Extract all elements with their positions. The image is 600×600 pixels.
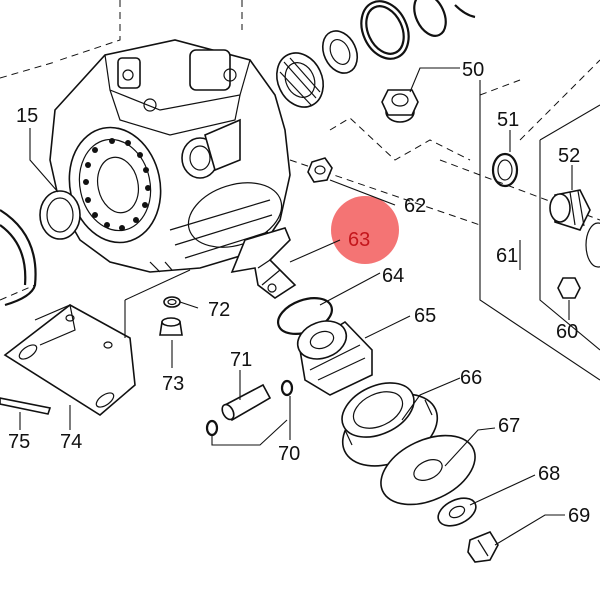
label-66: 66: [460, 367, 482, 389]
part-63-highlight-marker: [331, 196, 399, 264]
part-61-side-body: [479, 80, 600, 381]
label-50: 50: [462, 59, 484, 81]
label-68: 68: [538, 463, 560, 485]
label-65: 65: [414, 305, 436, 327]
label-63: 63: [348, 229, 370, 251]
label-75: 75: [8, 431, 30, 453]
label-74: 74: [60, 431, 82, 453]
part-72-washer: [163, 296, 181, 308]
part-15-seal: [39, 190, 81, 240]
part-71-pin: [221, 383, 272, 422]
part-60-small-plug: [557, 277, 581, 299]
bearing-balls: [83, 138, 151, 231]
part-62-nut: [307, 157, 333, 183]
part-63-bracket: [230, 227, 297, 299]
label-73: 73: [162, 373, 184, 395]
part-50-plug: [381, 89, 419, 123]
label-67: 67: [498, 415, 520, 437]
top-bearing-group: [276, 0, 476, 108]
label-64: 64: [382, 265, 404, 287]
label-70: 70: [278, 443, 300, 465]
part-69-bolt: [467, 531, 499, 563]
part-75-rod: [0, 397, 52, 415]
label-69: 69: [568, 505, 590, 527]
leader-lines: [19, 67, 573, 546]
assembly-center-lines: [0, 0, 600, 301]
label-51: 51: [497, 109, 519, 131]
label-61: 61: [496, 245, 518, 267]
part-number-labels: 15 50 51 52 61 60 62 63 64 65 66 67 68 6…: [8, 59, 590, 527]
part-70-rings: [205, 379, 294, 437]
part-67-gasket: [380, 434, 476, 506]
label-62: 62: [404, 195, 426, 217]
label-60: 60: [556, 321, 578, 343]
part-73-plug: [159, 317, 183, 336]
part-65-piston: [296, 320, 373, 396]
label-15: 15: [16, 105, 38, 127]
part-52-fitting: [549, 189, 591, 231]
label-52: 52: [558, 145, 580, 167]
part-68-washer: [437, 497, 477, 527]
label-72: 72: [208, 299, 230, 321]
label-71: 71: [230, 349, 252, 371]
part-74-mounting-bracket: [3, 304, 136, 416]
part-51-o-ring: [491, 152, 519, 188]
large-snap-ring: [0, 209, 37, 307]
